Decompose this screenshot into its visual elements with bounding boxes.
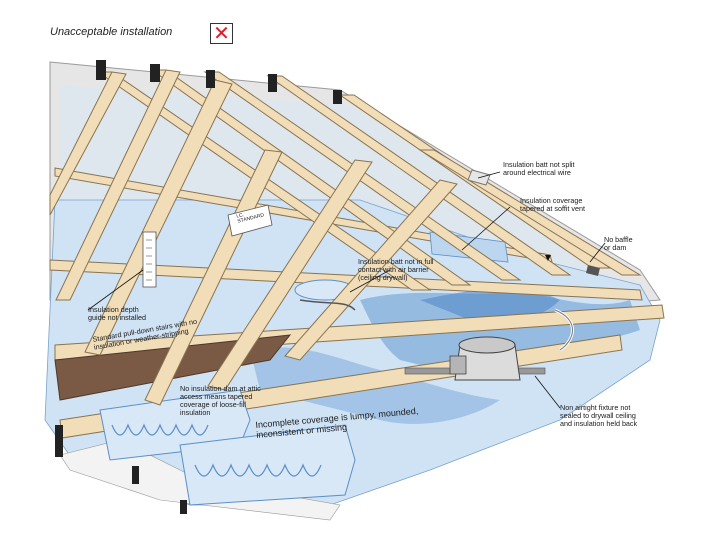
brace xyxy=(49,71,127,216)
light-fixture xyxy=(404,336,546,381)
rafter xyxy=(150,69,472,286)
brace xyxy=(55,69,181,301)
dam-arrow xyxy=(545,255,551,261)
leader-line xyxy=(87,269,144,311)
leader-line xyxy=(534,375,561,409)
callout-batt-not-in-contact: Insulation batt not in full contact with… xyxy=(358,257,434,282)
electrical-wire xyxy=(554,309,573,351)
insulation-blotch xyxy=(360,290,640,372)
leader-line xyxy=(349,269,391,293)
callout-fixture: Non airtight fixture not sealed to drywa… xyxy=(560,403,638,428)
rafter xyxy=(266,75,572,276)
rafter-tops xyxy=(55,60,342,514)
leader-line xyxy=(477,171,501,179)
ceiling-joist xyxy=(49,259,643,301)
callout-coverage-tapered: Insulation coverage tapered at soffit ve… xyxy=(520,196,585,213)
leader-line xyxy=(589,242,606,263)
batt-loops xyxy=(111,423,209,436)
red-x-icon: ✕ xyxy=(210,21,233,45)
leader-line xyxy=(461,206,511,251)
baffle-dam-end xyxy=(586,265,600,276)
brace xyxy=(207,159,373,391)
callout-no-baffle: No baffle or dam xyxy=(604,235,633,252)
brace xyxy=(284,179,458,361)
callout-no-dam: No insulation dam at attic access means … xyxy=(180,384,261,417)
batt-loops xyxy=(194,463,322,477)
callout-depth-guide: Insulation depth guide not installed xyxy=(88,305,146,322)
diagram-title: Unacceptable installation xyxy=(50,26,173,38)
brace xyxy=(84,79,233,356)
depth-guide xyxy=(142,231,157,288)
info-card xyxy=(227,204,273,237)
electrical-wire xyxy=(299,299,356,311)
callout-batt-not-split: Insulation batt not split around electri… xyxy=(503,160,575,177)
